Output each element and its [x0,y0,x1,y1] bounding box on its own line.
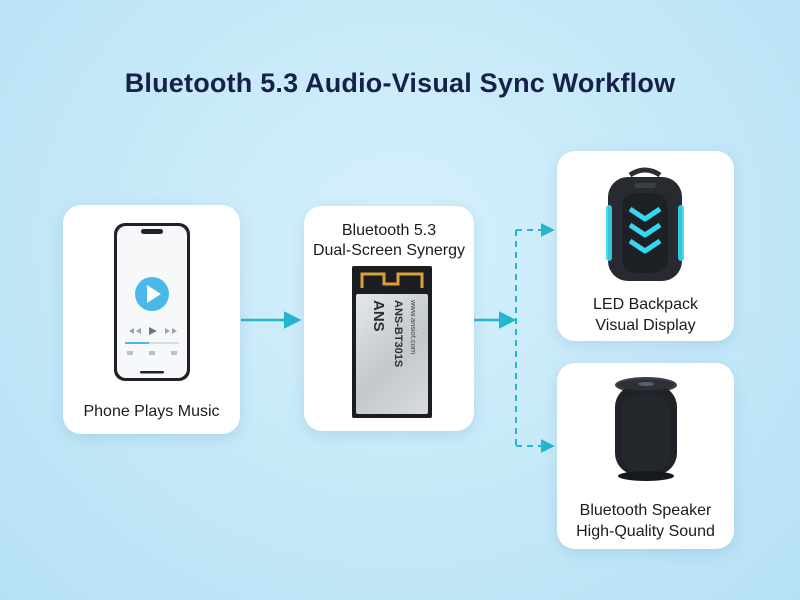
speaker-label-line2: High-Quality Sound [576,523,715,540]
chip-model: ANS-BT301S [392,300,404,368]
module-card: Bluetooth 5.3 Dual-Screen Synergy ANS AN… [304,206,474,431]
module-label-line2: Dual-Screen Synergy [312,242,466,259]
chip-logo: ANS [370,300,387,332]
smartphone-icon [114,223,190,381]
phone-label: Phone Plays Music [83,403,220,420]
speaker-card: Bluetooth Speaker High-Quality Sound [557,363,734,549]
module-label-line1: Bluetooth 5.3 [341,222,437,239]
chip-shield: ANS ANS-BT301S www.ansiot.com [356,294,428,414]
backpack-card: LED Backpack Visual Display [557,151,734,341]
smart-speaker-icon [615,377,677,481]
backpack-label-line1: LED Backpack [593,296,698,313]
speaker-label-line1: Bluetooth Speaker [579,502,712,519]
bluetooth-module-icon: ANS ANS-BT301S www.ansiot.com [352,266,432,418]
backpack-label-line2: Visual Display [595,317,696,334]
led-backpack-icon [606,167,684,281]
chip-website: www.ansiot.com [409,300,418,355]
antenna-trace [360,272,424,288]
phone-card: Phone Plays Music [63,205,240,434]
diagram-title: Bluetooth 5.3 Audio-Visual Sync Workflow [124,68,676,98]
